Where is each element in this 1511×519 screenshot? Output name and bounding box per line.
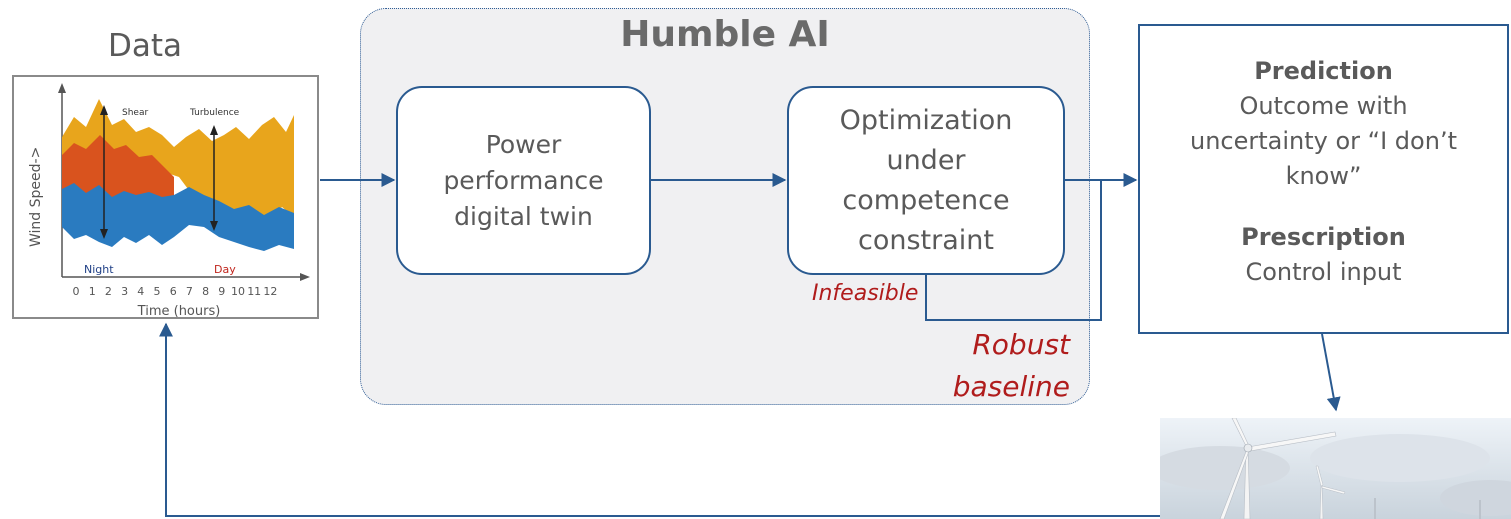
x-tick-label: 0 [73, 285, 80, 298]
label-day: Day [214, 263, 236, 276]
opt-line-4: constraint [858, 224, 994, 256]
x-axis-label: Time (hours) [137, 304, 221, 319]
x-axis-arrow [300, 273, 310, 281]
prediction-heading: Prediction [1254, 57, 1393, 85]
x-tick-label: 12 [263, 285, 277, 298]
data-title: Data [108, 28, 183, 64]
series-yellow-band [62, 99, 294, 227]
twin-line-1: Power [485, 129, 562, 159]
prediction-line-2: uncertainty or “I don’t [1190, 127, 1457, 155]
series-orange-band [62, 135, 174, 205]
x-tick-label: 1 [89, 285, 96, 298]
arrow-output-to-turbine [1321, 333, 1341, 412]
x-tick-label: 11 [247, 285, 261, 298]
turbine-blade-2a [1315, 465, 1324, 487]
shear-arrow-head-down [100, 229, 108, 239]
wind-data-chart: Shear Turbulence Night Day Wind Speed-> … [12, 75, 319, 319]
cloud-2 [1310, 434, 1490, 482]
turbulence-arrow-head-down [210, 221, 218, 231]
prescription-heading: Prescription [1241, 223, 1406, 251]
x-tick-label: 4 [137, 285, 144, 298]
label-night: Night [84, 263, 114, 276]
output-node: Prediction Outcome with uncertainty or “… [1138, 24, 1509, 334]
x-tick-label: 3 [121, 285, 128, 298]
shear-arrow-head-up [100, 105, 108, 115]
optimization-node: Optimization under competence constraint [787, 86, 1065, 275]
x-tick-label: 5 [154, 285, 161, 298]
x-tick-label: 9 [218, 285, 225, 298]
x-tick-label: 2 [105, 285, 112, 298]
wind-chart-svg: Shear Turbulence Night Day Wind Speed-> … [28, 83, 310, 319]
x-tick-label: 8 [202, 285, 209, 298]
turbine-blade-2b [1321, 485, 1346, 495]
cloud-3 [1440, 480, 1511, 516]
robust-baseline-label: Robust baseline [930, 324, 1070, 408]
opt-line-1: Optimization [839, 104, 1013, 136]
x-tick-label: 7 [186, 285, 193, 298]
twin-line-2: performance [443, 165, 604, 195]
humble-ai-title: Humble AI [620, 14, 830, 55]
prediction-line-1: Outcome with [1239, 92, 1408, 120]
turbine-photo-svg [1160, 418, 1511, 519]
cloud-1 [1160, 446, 1290, 490]
infeasible-label: Infeasible [812, 281, 919, 306]
wind-turbine-photo [1160, 418, 1511, 519]
robust-line-1: Robust [972, 328, 1070, 361]
opt-line-3: competence [842, 184, 1010, 216]
robust-line-2: baseline [952, 370, 1070, 403]
twin-line-3: digital twin [454, 201, 593, 231]
series-blue-band [62, 183, 294, 251]
x-tick-label: 6 [170, 285, 177, 298]
turbulence-arrow-head-up [210, 125, 218, 135]
turbine-hub-1 [1243, 443, 1253, 453]
annotation-turbulence: Turbulence [189, 108, 240, 118]
prediction-line-3: know” [1285, 162, 1362, 190]
digital-twin-node: Power performance digital twin [396, 86, 651, 275]
annotation-shear: Shear [122, 108, 148, 118]
y-axis-label: Wind Speed-> [28, 147, 44, 247]
opt-line-2: under [886, 144, 966, 176]
x-tick-label: 10 [231, 285, 245, 298]
prescription-text: Control input [1245, 258, 1402, 286]
y-axis-arrow [58, 83, 66, 93]
